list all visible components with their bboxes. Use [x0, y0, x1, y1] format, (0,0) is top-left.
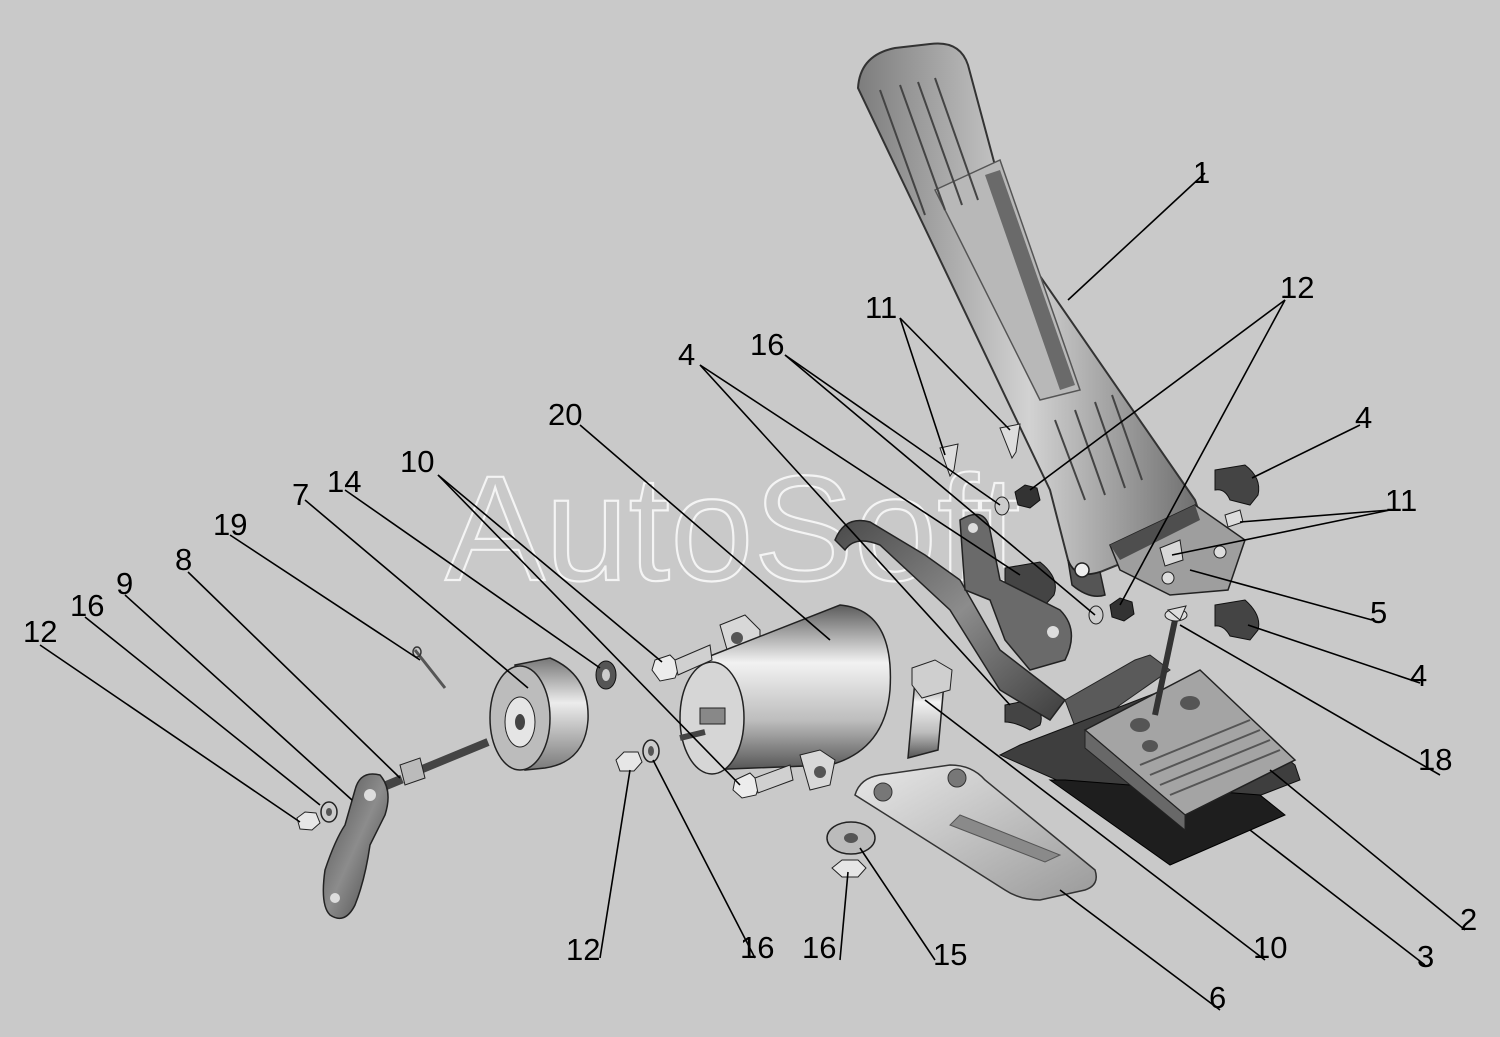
callout-4-upper-right: 4 — [1355, 400, 1372, 435]
callout-16-upper: 16 — [750, 327, 784, 362]
axle-8-part — [383, 738, 490, 791]
washer-16-center-part — [642, 739, 660, 763]
screws-11-upper-part — [939, 423, 1244, 621]
callout-11-upper: 11 — [865, 290, 897, 325]
nut-12-left-part — [296, 811, 321, 831]
callout-18: 18 — [1418, 742, 1452, 777]
hinge-block-part — [1109, 504, 1246, 596]
nut-12-center-part — [615, 751, 643, 772]
bolt-10-upper-part — [651, 644, 713, 682]
callout-15: 15 — [933, 937, 967, 972]
nut-16-bottom-part — [831, 859, 867, 878]
bolt-10-lower-part — [907, 659, 953, 760]
callout-16-bottom: 16 — [802, 930, 836, 965]
callout-20: 20 — [548, 397, 582, 432]
callout-12-center: 12 — [566, 932, 600, 967]
base-plate-part — [854, 764, 1097, 901]
callout-16-left: 16 — [70, 588, 104, 623]
callout-4-center: 4 — [678, 337, 695, 372]
callout-16-center: 16 — [740, 930, 774, 965]
roller-7-part — [489, 657, 589, 771]
callout-12-upper: 12 — [1280, 270, 1314, 305]
washer-16-left-part — [320, 801, 338, 823]
cotter-pin-19-part — [412, 646, 447, 689]
callout-12-left: 12 — [23, 614, 57, 649]
pedal-stop-part — [1083, 669, 1297, 832]
callout-4-lower-right: 4 — [1410, 658, 1427, 693]
callout-5: 5 — [1370, 595, 1387, 630]
cylinder-20-part — [679, 604, 892, 791]
bolt-10-side-part — [732, 764, 794, 799]
callout-19: 19 — [213, 507, 247, 542]
callout-labels: 1 12 11 16 4 20 10 14 7 19 8 9 16 12 4 1… — [23, 155, 1477, 1015]
callout-9: 9 — [116, 566, 133, 601]
callout-6: 6 — [1209, 980, 1226, 1015]
nuts-12-upper-part — [1014, 484, 1135, 622]
washer-15-part — [826, 821, 876, 855]
leader-lines — [39, 172, 1466, 1011]
washer-14-part — [595, 660, 617, 690]
callout-3: 3 — [1417, 939, 1434, 974]
callout-1: 1 — [1193, 155, 1210, 190]
callout-8: 8 — [175, 542, 192, 577]
callout-7: 7 — [292, 477, 309, 512]
callout-10-upper: 10 — [400, 444, 434, 479]
callout-2: 2 — [1460, 902, 1477, 937]
callout-11-right: 11 — [1385, 483, 1417, 518]
callout-10-lower: 10 — [1253, 930, 1287, 965]
pedal-part — [856, 42, 1202, 597]
washers-16-upper-part — [994, 496, 1104, 625]
lever-9-part — [322, 773, 389, 920]
callout-14: 14 — [327, 464, 361, 499]
